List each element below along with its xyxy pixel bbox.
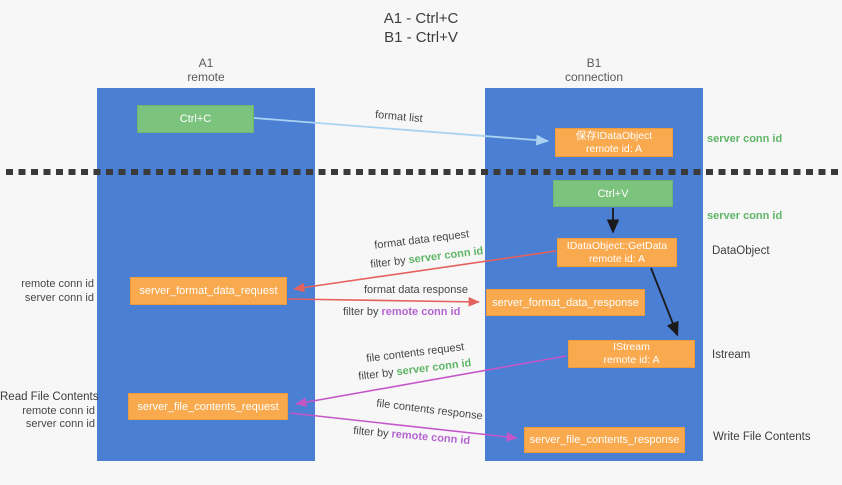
title-line-a1: A1 - Ctrl+C: [383, 10, 459, 27]
lane-header-b1: B1 connection: [485, 56, 703, 84]
diagram-title: A1 - Ctrl+C B1 - Ctrl+V: [0, 9, 842, 47]
node-ctrl-v: Ctrl+V: [553, 180, 673, 207]
node-idataobject-getdata: IDataObject::GetData remote id: A: [557, 238, 677, 267]
lane-b1-role: connection: [564, 70, 624, 84]
lane-header-a1: A1 remote: [97, 56, 315, 84]
lane-a1-role: remote: [187, 70, 225, 84]
lane-a1-id: A1: [198, 56, 214, 70]
label-format-data-response: format data response: [364, 284, 468, 296]
label-file-contents-response: file contents response: [375, 397, 484, 423]
label-format-list: format list: [374, 108, 424, 126]
title-line-b1: B1 - Ctrl+V: [384, 29, 458, 46]
annotation-server-conn-id-mid: server conn id: [707, 210, 783, 222]
node-ctrl-c: Ctrl+C: [137, 105, 254, 133]
annotation-istream: Istream: [712, 349, 751, 361]
node-server-format-data-request: server_format_data_request: [130, 277, 287, 305]
annotation-dataobject: DataObject: [712, 245, 770, 257]
node-server-file-contents-response: server_file_contents_response: [524, 427, 685, 453]
lane-b1-id: B1: [586, 56, 602, 70]
annotation-file-conn-ids: Read File Contents remote conn id server…: [0, 391, 99, 430]
node-istream: IStream remote id: A: [568, 340, 695, 368]
node-server-format-data-response: server_format_data_response: [486, 289, 645, 316]
annotation-write-file-contents: Write File Contents: [713, 431, 811, 443]
annotation-format-conn-ids: remote conn id server conn id: [21, 278, 94, 304]
arrow-format-data-response: [287, 297, 480, 307]
annotation-server-conn-id-top: server conn id: [707, 133, 783, 145]
annotation-read-file-contents: Read File Contents: [0, 391, 99, 403]
node-server-file-contents-request: server_file_contents_request: [128, 393, 288, 420]
node-save-idataobject: 保存IDataObject remote id: A: [555, 128, 673, 157]
